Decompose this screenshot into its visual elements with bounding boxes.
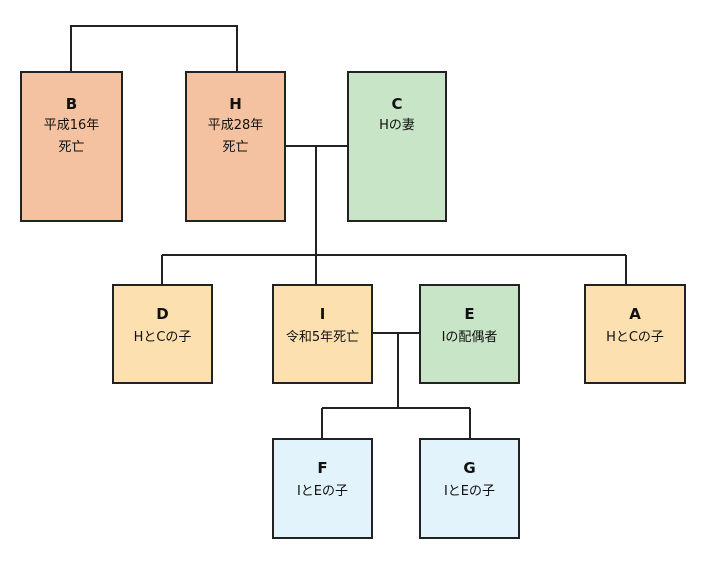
person-a-name: A [629, 305, 641, 323]
person-c-box: C Hの妻 [347, 71, 447, 222]
person-i-box: I 令和5年死亡 [272, 284, 373, 384]
person-g-name: G [463, 459, 476, 477]
person-a-box: A HとCの子 [584, 284, 686, 384]
person-d-desc: HとCの子 [133, 330, 192, 345]
person-f-desc: IとEの子 [296, 484, 349, 499]
person-a-desc: HとCの子 [606, 330, 664, 345]
person-f-box: F IとEの子 [272, 438, 373, 539]
person-e-desc: Iの配偶者 [441, 330, 498, 345]
person-f-name: F [317, 459, 328, 477]
person-e-box: E Iの配偶者 [419, 284, 520, 384]
person-b-box: B 平成16年 死亡 [20, 71, 123, 222]
person-i-name: I [319, 305, 326, 323]
person-d-box: D HとCの子 [112, 284, 213, 384]
person-g-desc: IとEの子 [443, 484, 496, 499]
person-b-desc: 平成16年 死亡 [43, 118, 100, 155]
person-d-name: D [156, 305, 169, 323]
union-line-b-h [70, 25, 238, 72]
person-e-name: E [464, 305, 475, 323]
person-h-desc: 平成28年 死亡 [207, 118, 264, 155]
person-c-name: C [391, 95, 403, 113]
person-i-desc: 令和5年死亡 [285, 330, 360, 345]
person-b-name: B [65, 95, 78, 113]
person-c-desc: Hの妻 [379, 118, 415, 133]
person-h-name: H [229, 95, 242, 113]
person-g-box: G IとEの子 [419, 438, 520, 539]
person-h-box: H 平成28年 死亡 [185, 71, 286, 222]
